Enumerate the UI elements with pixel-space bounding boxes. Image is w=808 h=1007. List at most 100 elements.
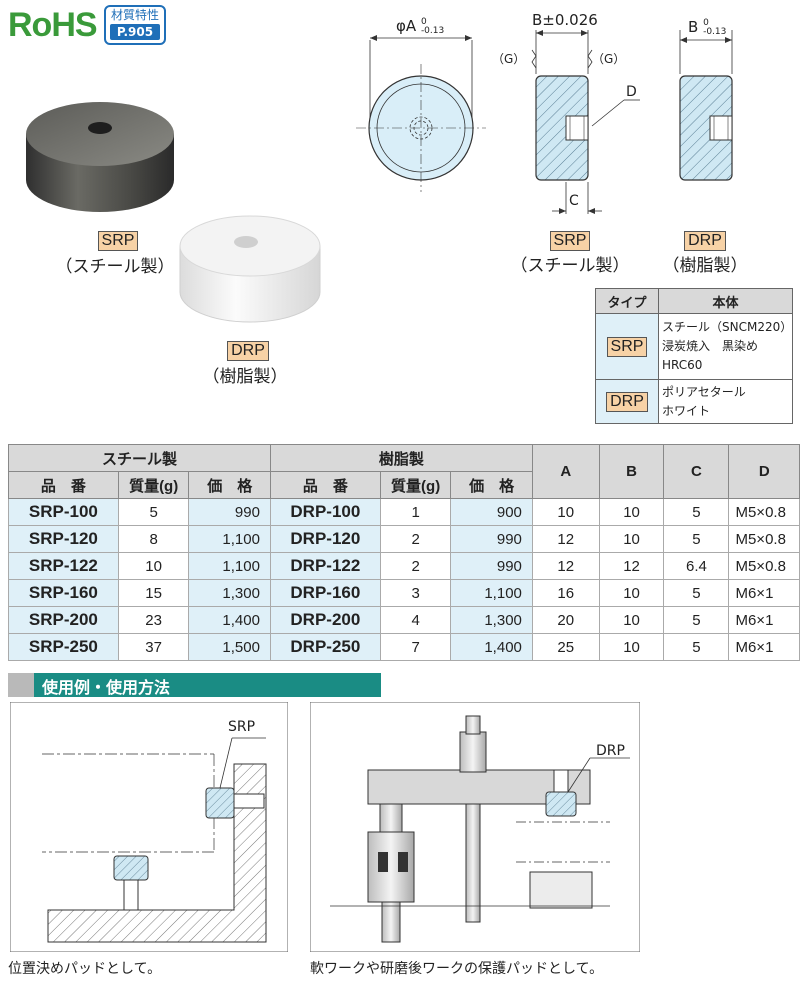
srp-body-line: HRC60 bbox=[662, 358, 703, 372]
srp-price: 990 bbox=[188, 498, 271, 526]
g-left-label: （G） bbox=[492, 52, 526, 66]
drawing-srp-caption: （スチール製） bbox=[510, 256, 630, 276]
usage-illustration-protection bbox=[310, 702, 640, 952]
dim-c-value: 5 bbox=[663, 633, 730, 661]
drp-product-photo bbox=[179, 215, 321, 323]
col-b-header: B bbox=[598, 444, 665, 499]
dim-a-value: 25 bbox=[531, 633, 600, 661]
dim-b-drp-tol-upper: 0 bbox=[703, 17, 709, 28]
srp-mass: 8 bbox=[117, 525, 190, 553]
drawing-drp-label: DRP bbox=[684, 231, 726, 251]
drp-part-number: DRP-250 bbox=[269, 633, 381, 661]
dim-b-drp-text: B bbox=[688, 18, 699, 36]
drp-part-number: DRP-120 bbox=[269, 525, 381, 553]
dim-b-value: 10 bbox=[598, 525, 665, 553]
srp-mass: 5 bbox=[117, 498, 190, 526]
dim-d-value: M5×0.8 bbox=[728, 498, 800, 526]
rohs-logo: RoHS bbox=[8, 6, 98, 44]
srp-body-line: 浸炭焼入 黒染め bbox=[662, 339, 759, 353]
type-table: タイプ 本体 SRP スチール（SNCM220） 浸炭焼入 黒染め HRC60 … bbox=[595, 288, 793, 424]
srp-mass-header: 質量(g) bbox=[117, 471, 190, 499]
type-drp-label: DRP bbox=[606, 391, 648, 412]
drp-body-line: ポリアセタール bbox=[662, 384, 746, 399]
srp-photo-caption: （スチール製） bbox=[55, 257, 175, 277]
drp-part-number: DRP-100 bbox=[269, 498, 381, 526]
usage-section-title: 使用例・使用方法 bbox=[42, 678, 171, 697]
drp-part-header: 品 番 bbox=[269, 471, 381, 499]
drp-photo-label: DRP bbox=[227, 341, 269, 361]
dim-c-value: 6.4 bbox=[663, 552, 730, 580]
drp-mass-header: 質量(g) bbox=[379, 471, 452, 499]
dim-a-tol-upper: 0 bbox=[420, 16, 427, 27]
spec-table: スチール製 樹脂製 A B C D 品 番 質量(g) 価 格 品 番 質量(g… bbox=[8, 444, 800, 661]
dim-d-value: M6×1 bbox=[728, 633, 800, 661]
g-right-label: （G） bbox=[592, 52, 626, 66]
srp-mass: 10 bbox=[117, 552, 190, 580]
dim-c-value: 5 bbox=[663, 525, 730, 553]
srp-part-number: SRP-250 bbox=[8, 633, 119, 661]
dim-c-value: 5 bbox=[663, 498, 730, 526]
srp-part-header: 品 番 bbox=[8, 471, 119, 499]
type-srp-label: SRP bbox=[606, 336, 648, 357]
dim-b-srp-label: B±0.026 bbox=[532, 11, 598, 29]
drp-mass: 2 bbox=[379, 552, 452, 580]
body-header: 本体 bbox=[658, 288, 793, 314]
drp-mass: 7 bbox=[379, 633, 452, 661]
srp-product-photo bbox=[26, 102, 174, 212]
type-srp-body: スチール（SNCM220） 浸炭焼入 黒染め HRC60 bbox=[658, 313, 793, 380]
srp-price: 1,400 bbox=[188, 606, 271, 634]
col-c-header: C bbox=[663, 444, 730, 499]
dim-b-value: 10 bbox=[598, 579, 665, 607]
type-drp-body: ポリアセタール ホワイト bbox=[658, 379, 793, 424]
drp-price: 1,300 bbox=[450, 606, 533, 634]
srp-price: 1,300 bbox=[188, 579, 271, 607]
dim-d-value: M5×0.8 bbox=[728, 552, 800, 580]
d-label: D bbox=[626, 84, 637, 100]
dim-b-value: 12 bbox=[598, 552, 665, 580]
dim-d-value: M5×0.8 bbox=[728, 525, 800, 553]
material-badge-page: P.905 bbox=[110, 24, 160, 40]
group-resin-header: 樹脂製 bbox=[269, 444, 533, 472]
drp-price: 1,400 bbox=[450, 633, 533, 661]
drp-price: 990 bbox=[450, 525, 533, 553]
dim-c-value: 5 bbox=[663, 579, 730, 607]
usage-right-callout: DRP bbox=[596, 743, 625, 759]
dim-a-value: 12 bbox=[531, 525, 600, 553]
srp-mass: 23 bbox=[117, 606, 190, 634]
group-steel-header: スチール製 bbox=[8, 444, 271, 472]
srp-part-number: SRP-200 bbox=[8, 606, 119, 634]
drp-mass: 4 bbox=[379, 606, 452, 634]
usage-illustration-positioning bbox=[10, 702, 288, 952]
usage-section-header: 使用例・使用方法 bbox=[8, 673, 381, 697]
usage-left-caption: 位置決めパッドとして。 bbox=[8, 961, 162, 977]
srp-part-number: SRP-120 bbox=[8, 525, 119, 553]
drawing-drp-caption: （樹脂製） bbox=[662, 256, 748, 276]
dim-a-value: 12 bbox=[531, 552, 600, 580]
dim-a-text: φA bbox=[396, 17, 417, 35]
drp-part-number: DRP-160 bbox=[269, 579, 381, 607]
dim-d-value: M6×1 bbox=[728, 606, 800, 634]
material-properties-badge[interactable]: 材質特性 P.905 bbox=[104, 5, 166, 45]
dim-b-value: 10 bbox=[598, 606, 665, 634]
srp-price: 1,500 bbox=[188, 633, 271, 661]
srp-price: 1,100 bbox=[188, 552, 271, 580]
usage-left-callout: SRP bbox=[228, 719, 256, 735]
srp-price: 1,100 bbox=[188, 525, 271, 553]
drp-price: 1,100 bbox=[450, 579, 533, 607]
dim-b-value: 10 bbox=[598, 633, 665, 661]
dim-b-drp-label: B 0 -0.13 bbox=[688, 18, 726, 37]
dim-b-drp-tol-lower: -0.13 bbox=[703, 26, 727, 37]
srp-price-header: 価 格 bbox=[188, 471, 271, 499]
dim-a-tol-lower: -0.13 bbox=[420, 25, 445, 36]
drp-part-number: DRP-200 bbox=[269, 606, 381, 634]
drp-part-number: DRP-122 bbox=[269, 552, 381, 580]
drp-mass: 1 bbox=[379, 498, 452, 526]
dim-b-value: 10 bbox=[598, 498, 665, 526]
dim-a-value: 10 bbox=[531, 498, 600, 526]
dim-a-label: φA 0 -0.13 bbox=[396, 17, 444, 36]
dimension-drawing bbox=[356, 30, 733, 214]
